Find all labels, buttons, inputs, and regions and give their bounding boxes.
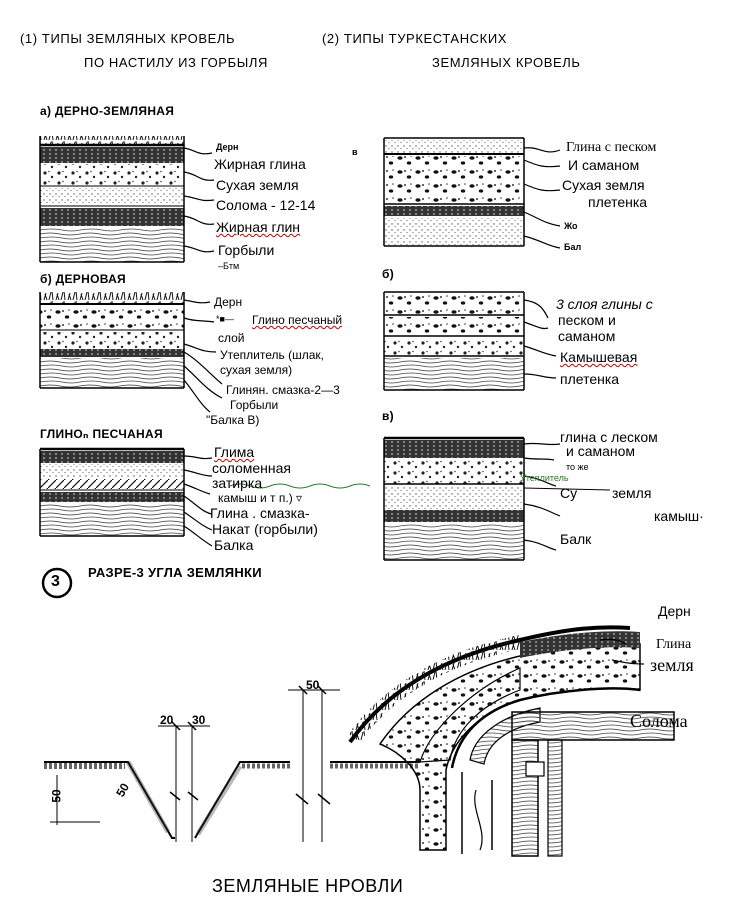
- left-a-label-5: Горбыли: [218, 242, 275, 258]
- left-section-a-layers: [39, 136, 215, 263]
- left-section-b-layers: [39, 292, 223, 413]
- right-c-label-3: Су: [560, 485, 578, 501]
- right-c-label-4: земля: [612, 485, 652, 501]
- right-a-label-3: плетенка: [588, 194, 648, 210]
- right-section-b-layers: [383, 291, 557, 391]
- left-b-marker: *■—: [216, 314, 234, 324]
- header-right-line1: (2) ТИПЫ ТУРКЕСТАНСКИХ: [322, 31, 508, 46]
- right-c-label-2: то же: [566, 462, 589, 472]
- dim-30: 30: [192, 713, 206, 727]
- right-b-label-1: песком и: [558, 312, 616, 328]
- header-right-line2: ЗЕМЛЯНЫХ КРОВЕЛЬ: [432, 55, 581, 70]
- left-c-label-6: Балка: [214, 537, 254, 553]
- right-a-letter: в: [352, 147, 358, 157]
- left-c-label-5: Накат (горбыли): [212, 521, 318, 537]
- right-c-overlay: Утеплитель: [520, 473, 569, 483]
- right-c-label-6: Балк: [560, 531, 592, 547]
- left-section-c-layers: [39, 447, 213, 547]
- right-b-label-0: 3 слоя глины с: [556, 296, 653, 312]
- left-c-label-2: затирка: [212, 475, 263, 491]
- right-a-label-1: И саманом: [568, 157, 640, 173]
- right-section-a-layers: [383, 137, 561, 249]
- right-a-label-2: Сухая земля: [562, 177, 645, 193]
- left-b-label-5: Глинян. смазка-2—3: [226, 383, 340, 397]
- left-c-label-0: Глима: [214, 444, 255, 460]
- section3-label-zemlya: земля: [650, 655, 694, 675]
- dim-20: 20: [160, 713, 174, 727]
- left-a-label-6: –Бтм: [218, 261, 240, 271]
- header-left-line2: ПО НАСТИЛУ ИЗ ГОРБЫЛЯ: [84, 55, 268, 70]
- right-b-label-3: Камышевая: [560, 349, 638, 365]
- right-c-label-5: камыш·: [654, 508, 704, 524]
- left-a-title: а) ДЕРНО-ЗЕМЛЯНАЯ: [40, 104, 175, 118]
- left-b-label-3: Утеплитель (шлак,: [220, 348, 324, 362]
- left-c-label-4: Глина . смазка-: [210, 505, 310, 521]
- right-b-letter: б): [382, 267, 395, 281]
- right-b-label-2: саманом: [558, 328, 616, 344]
- section3-number: 3: [51, 573, 60, 590]
- left-a-label-3: Солома - 12-14: [216, 197, 316, 213]
- left-c-label-1: соломенная: [212, 460, 291, 476]
- right-c-label-0: глина с леском: [560, 429, 658, 445]
- left-c-title: ГЛИНОₙ ПЕСЧАНАЯ: [40, 427, 163, 441]
- dim-50-top: 50: [306, 678, 320, 692]
- section3-drawing: [41, 567, 675, 857]
- section3-label-glina: Глина: [656, 637, 692, 652]
- left-a-label-2: Сухая земля: [216, 177, 299, 193]
- left-b-label-6: Горбыли: [230, 398, 279, 412]
- left-a-label-1: Жирная глина: [214, 156, 306, 172]
- right-c-label-1: и саманом: [566, 443, 636, 459]
- left-c-label-3: камыш и т п.) ▿: [218, 491, 303, 505]
- left-a-label-4: Жирная глин: [216, 219, 301, 235]
- header-left-line1: (1) ТИПЫ ЗЕМЛЯНЫХ КРОВЕЛЬ: [20, 31, 236, 46]
- left-b-label-7: "Балка В): [206, 413, 260, 427]
- right-b-label-4: плетенка: [560, 371, 620, 387]
- section3-label-soloma: Солома: [630, 711, 688, 731]
- left-b-title: б) ДЕРНОВАЯ: [40, 272, 126, 286]
- left-b-label-4: сухая земля): [220, 363, 293, 377]
- right-a-label-4: Жо: [564, 221, 578, 231]
- section3-label-dern: Дерн: [658, 603, 691, 619]
- caption: ЗЕМЛЯНЫЕ НРОВЛИ: [212, 876, 404, 896]
- right-section-c-layers: [229, 436, 611, 561]
- dim-50-left: 50: [49, 789, 64, 803]
- left-b-label-2: слой: [218, 331, 245, 345]
- left-b-label-1: Глино песчаный: [252, 313, 343, 327]
- section3-title: РАЗРЕ-3 УГЛА ЗЕМЛЯНКИ: [88, 565, 262, 580]
- right-a-label-0: Глина с песком: [566, 140, 657, 155]
- right-a-label-5: Бал: [564, 242, 582, 252]
- right-c-letter: в): [382, 409, 394, 423]
- left-a-label-0: Дерн: [216, 142, 239, 152]
- left-b-label-0: Дерн: [214, 295, 243, 309]
